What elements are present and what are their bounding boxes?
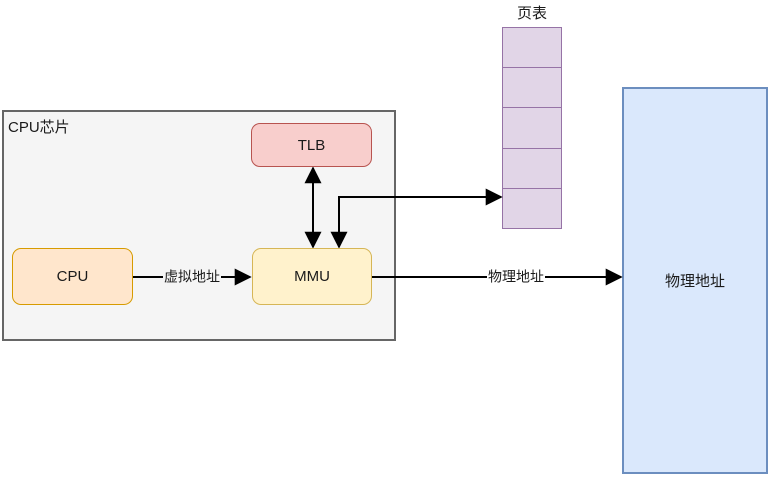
page-table-cell: [503, 107, 561, 147]
page-table-cell: [503, 67, 561, 107]
virtual-address-edge-label: 虚拟地址: [163, 268, 221, 286]
cpu-chip-label: CPU芯片: [8, 119, 70, 136]
mmu-node-label: MMU: [294, 268, 330, 285]
page-table-label: 页表: [516, 5, 547, 22]
mmu-node: MMU: [252, 248, 372, 305]
page-table: [502, 27, 562, 229]
page-table-cell: [503, 28, 561, 67]
physical-memory-box: 物理地址: [622, 87, 768, 474]
page-table-cell: [503, 187, 561, 228]
tlb-node-label: TLB: [297, 136, 326, 154]
tlb-node: TLB: [251, 123, 372, 167]
page-table-cell: [503, 147, 561, 188]
cpu-node-label: CPU: [56, 268, 89, 285]
physical-address-edge-label: 物理地址: [487, 268, 545, 286]
cpu-node: CPU: [12, 248, 133, 305]
physical-memory-label: 物理地址: [664, 273, 725, 290]
